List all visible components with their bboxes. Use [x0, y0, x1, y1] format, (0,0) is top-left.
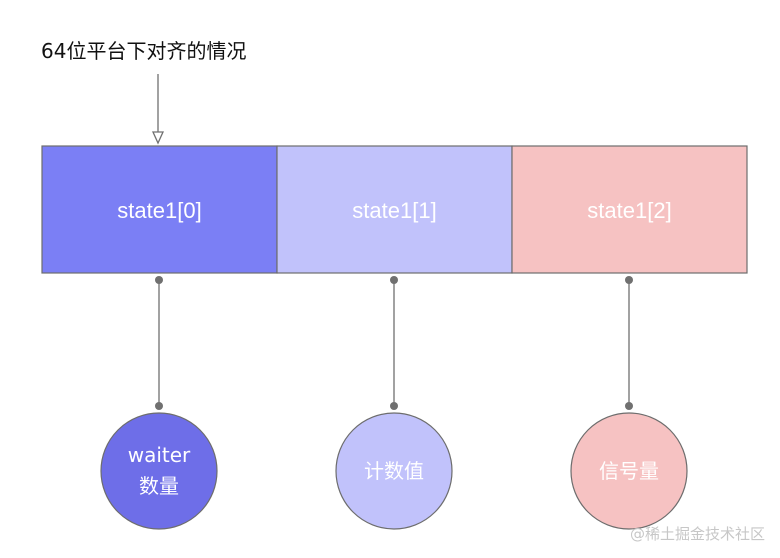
nodes: waiter 数量 计数值 信号量 — [100, 412, 688, 530]
pointer-arrow — [151, 74, 165, 145]
cell-state1-0-box — [41, 145, 278, 274]
node-counter-circle — [335, 412, 453, 530]
cell-state1-2: state1[2] — [511, 145, 748, 274]
cell-state1-2-label: state1[2] — [587, 198, 671, 223]
node-waiter-count-line2: 数量 — [139, 474, 179, 498]
watermark: @稀土掘金技术社区 — [630, 525, 765, 543]
node-waiter-count-circle — [100, 412, 218, 530]
node-counter-label: 计数值 — [364, 459, 424, 483]
diagram-title: 64位平台下对齐的情况 — [41, 39, 246, 63]
cell-state1-0-label: state1[0] — [117, 198, 201, 223]
node-semaphore-label: 信号量 — [599, 459, 659, 483]
state-array: state1[0] state1[1] state1[2] — [41, 145, 748, 274]
connector-waiter — [155, 276, 163, 410]
cell-state1-1: state1[1] — [276, 145, 513, 274]
cell-state1-2-box — [511, 145, 748, 274]
node-semaphore: 信号量 — [570, 412, 688, 530]
cell-state1-1-box — [276, 145, 513, 274]
node-counter: 计数值 — [335, 412, 453, 530]
node-semaphore-circle — [570, 412, 688, 530]
cell-state1-0: state1[0] — [41, 145, 278, 274]
node-waiter-count: waiter 数量 — [100, 412, 218, 530]
cell-state1-1-label: state1[1] — [352, 198, 436, 223]
node-waiter-count-line1: waiter — [128, 443, 191, 467]
connectors — [155, 276, 633, 410]
connector-semaphore — [625, 276, 633, 410]
connector-count — [390, 276, 398, 410]
